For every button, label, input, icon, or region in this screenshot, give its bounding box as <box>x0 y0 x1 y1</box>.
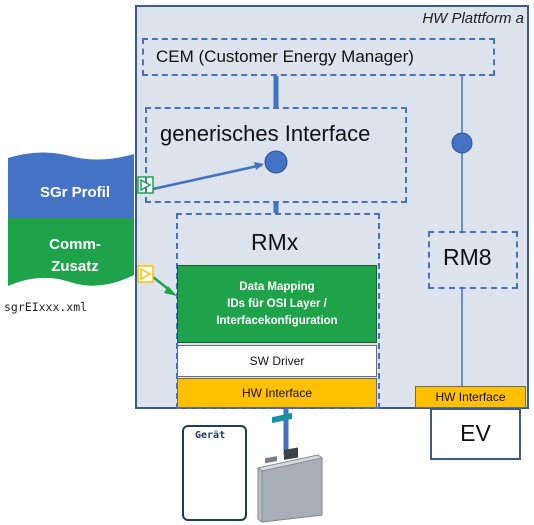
data-mapping-line-3: Interfacekonfiguration <box>216 314 338 327</box>
data-mapping-line-2: IDs für OSI Layer / <box>227 297 327 310</box>
cem-box: CEM (Customer Energy Manager) <box>142 38 495 76</box>
generic-interface-box: generisches Interface <box>145 107 407 203</box>
comm-zusatz-line-2: Zusatz <box>51 258 99 275</box>
data-mapping-block: Data Mapping IDs für OSI Layer / Interfa… <box>177 265 377 343</box>
device-label: Gerät <box>195 430 226 441</box>
profile-arrow <box>152 163 263 191</box>
sgr-profile-label: SGr Profil <box>39 184 110 201</box>
data-mapping-line-1: Data Mapping <box>239 280 315 293</box>
rmx-label: RMx <box>251 229 299 255</box>
rmx-hw-interface-block: HW Interface <box>177 378 377 408</box>
platform-title: HW Plattform a <box>422 10 524 27</box>
rm8-box: RM8 <box>428 231 518 289</box>
comm-zusatz-line-1: Comm- <box>49 236 101 253</box>
rm8-hw-interface-block: HW Interface <box>415 386 526 408</box>
device-panel <box>182 425 247 521</box>
device-hardware-icon <box>257 412 323 523</box>
generic-interface-label: generisches Interface <box>160 121 371 146</box>
rm8-interface-port <box>451 132 473 154</box>
rm8-label: RM8 <box>443 244 492 270</box>
sw-driver-block: SW Driver <box>177 345 377 377</box>
sgr-file-name: sgrEIxxx.xml <box>4 300 88 314</box>
comm-zusatz-label: Comm- Zusatz <box>16 234 134 278</box>
ev-box: EV <box>430 408 521 460</box>
comm-zusatz-shape <box>8 218 134 286</box>
cem-label: CEM (Customer Energy Manager) <box>156 47 414 66</box>
generic-interface-port <box>264 150 288 174</box>
